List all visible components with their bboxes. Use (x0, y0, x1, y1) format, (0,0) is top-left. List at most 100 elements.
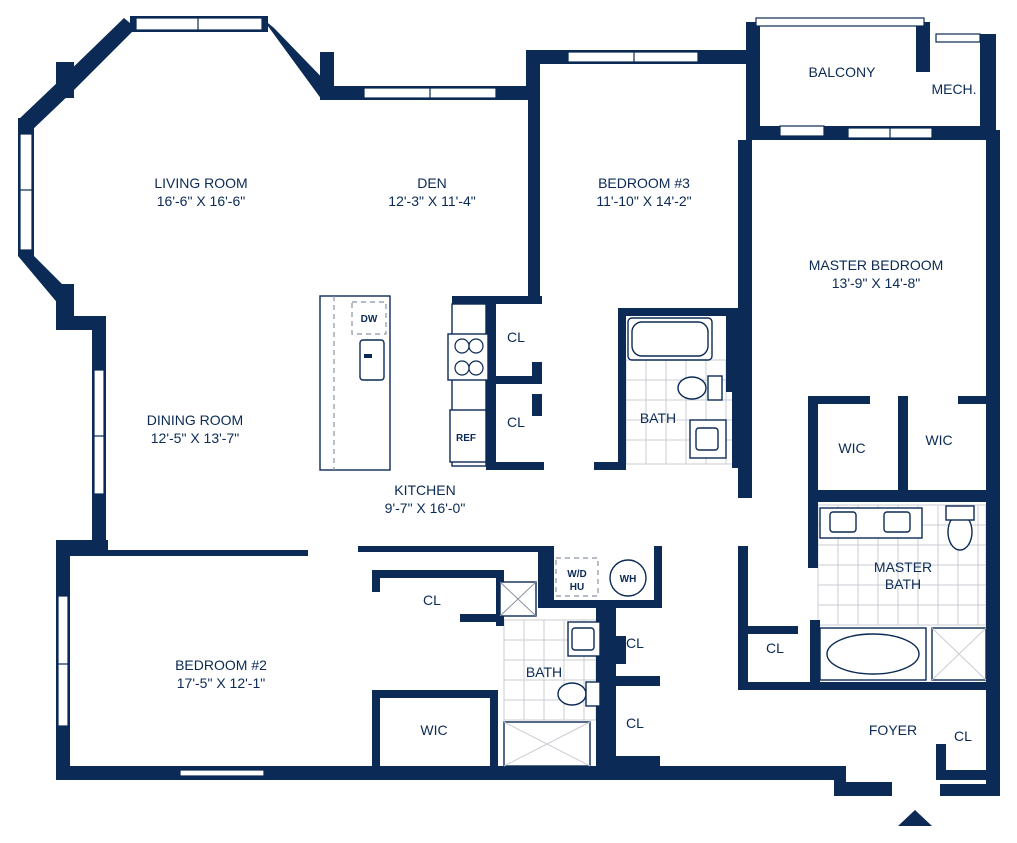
bed2-wic-top (372, 690, 496, 698)
wic-right-top (958, 396, 994, 404)
dw-label: DW (361, 314, 378, 325)
bed3-bath-left (618, 308, 626, 468)
foyer-cl-sill (940, 784, 1000, 796)
burner-icon (468, 360, 484, 376)
kitchen-cl-jamb-2 (532, 394, 542, 416)
window-bed3 (567, 51, 699, 63)
closet-hall: CL (423, 592, 441, 608)
den-name: DEN (417, 175, 447, 191)
foyer-north-wall (738, 682, 988, 690)
master-cl-left (738, 626, 748, 690)
dishwasher (351, 301, 387, 335)
hall-shower-drain-lines (503, 721, 591, 767)
wic-master-left-name: WIC (838, 440, 865, 456)
dining-room-dim: 12'-5" X 13'-7" (151, 430, 239, 446)
balcony-name: BALCONY (809, 64, 877, 80)
bedroom2-name: BEDROOM #2 (175, 657, 267, 673)
wd-bottom-wall (538, 600, 662, 608)
living-room-dim: 16'-6" X 16'-6" (157, 193, 245, 209)
foyer-cl-bottom (940, 770, 1000, 780)
window-bed2-south (179, 769, 265, 777)
kitchen-cl-bottom (486, 462, 544, 470)
entry-arrow (898, 810, 932, 826)
washer-dryer (555, 557, 599, 597)
wic-master-right-name: WIC (925, 432, 952, 448)
bay-stub-upper (56, 62, 74, 98)
east-wall (986, 130, 1000, 796)
bath-hall-grid (504, 620, 596, 720)
bed2-north-wall (62, 550, 308, 556)
water-heater (609, 559, 647, 597)
bedroom2-dim: 17'-5" X 12'-1" (177, 675, 265, 691)
windows (19, 17, 981, 777)
fixtures (319, 295, 987, 767)
balcony-west-wall (746, 22, 760, 140)
wd-label-2: HU (570, 582, 584, 593)
bed3-north-jog (526, 50, 540, 92)
closet-kitchen-upper: CL (507, 329, 525, 345)
kitchen-cl-wall (486, 296, 496, 468)
bedroom3-name: BEDROOM #3 (598, 175, 690, 191)
kitchen-island (319, 295, 391, 471)
wic-bed2-name: WIC (420, 722, 447, 738)
window-master-1 (779, 125, 825, 137)
window-bay-top (135, 17, 263, 31)
master-toilet-tank (945, 505, 975, 521)
window-bed2 (57, 595, 69, 727)
window-balcony (755, 17, 925, 27)
closet-labels: CL CL CL CL CL CL CL (423, 329, 972, 744)
refrigerator (449, 409, 487, 463)
bath-cl-jamb-upper (616, 636, 626, 664)
master-sink-right (883, 511, 911, 533)
kitchen-dim: 9'-7" X 16'-0" (385, 500, 466, 516)
master-bath-top (808, 490, 994, 502)
bath-cl-wall (596, 608, 616, 766)
bay-diag-upper-left (60, 18, 136, 92)
wic-divider (898, 396, 908, 490)
foyer-cl-jamb (936, 744, 946, 780)
closet-bath-upper: CL (626, 635, 644, 651)
master-bath-name: MASTER (874, 559, 932, 575)
master-shower-lines (931, 627, 987, 681)
wd-label-1: W/D (567, 569, 586, 580)
island-sink (359, 339, 385, 381)
foyer-door-left-sill (834, 782, 892, 796)
bath-cl-divider (610, 676, 660, 686)
wic-left-top (808, 396, 870, 404)
closet-bath-lower: CL (626, 715, 644, 731)
den-dim: 12'-3" X 11'-4" (388, 193, 475, 209)
bed2-wic-right (490, 690, 498, 770)
window-bay-left (19, 133, 33, 251)
den-north-jog (320, 52, 334, 100)
bathtub-basin (631, 321, 709, 357)
vanity-sink (695, 427, 719, 451)
balcony-mech-wall (916, 22, 930, 72)
kitchen-cl-divider (496, 376, 542, 384)
bay-diag-upper-right (262, 18, 334, 100)
foyer-name: FOYER (869, 722, 917, 738)
hall-vanity-sink (571, 627, 595, 651)
hall-cl-left (372, 570, 380, 592)
master-cl-left-upper (738, 546, 748, 630)
bath-hall-name: BATH (526, 664, 562, 680)
closet-master: CL (766, 640, 784, 656)
master-bath-name2: BATH (885, 576, 921, 592)
closet-foyer: CL (954, 728, 972, 744)
hall-linen-x (499, 581, 537, 617)
room-labels: LIVING ROOM 16'-6" X 16'-6" DEN 12'-3" X… (147, 64, 977, 738)
hall-cl-top (372, 570, 502, 578)
closet-kitchen-lower: CL (507, 414, 525, 430)
toilet-tank (707, 375, 723, 401)
bedroom3-dim: 11'-10" X 14'-2" (596, 193, 691, 209)
south-wall (56, 766, 846, 780)
burner-icon (468, 338, 484, 354)
hall-cl-bottom (460, 614, 504, 622)
master-cl-right (810, 620, 820, 688)
hall-toilet (557, 682, 587, 706)
living-room-name: LIVING ROOM (154, 175, 247, 191)
toilet (677, 376, 707, 400)
appliance-labels: DW REF W/D HU WH (361, 314, 637, 593)
mech-name: MECH. (931, 81, 976, 97)
wd-left-wall (538, 546, 554, 606)
